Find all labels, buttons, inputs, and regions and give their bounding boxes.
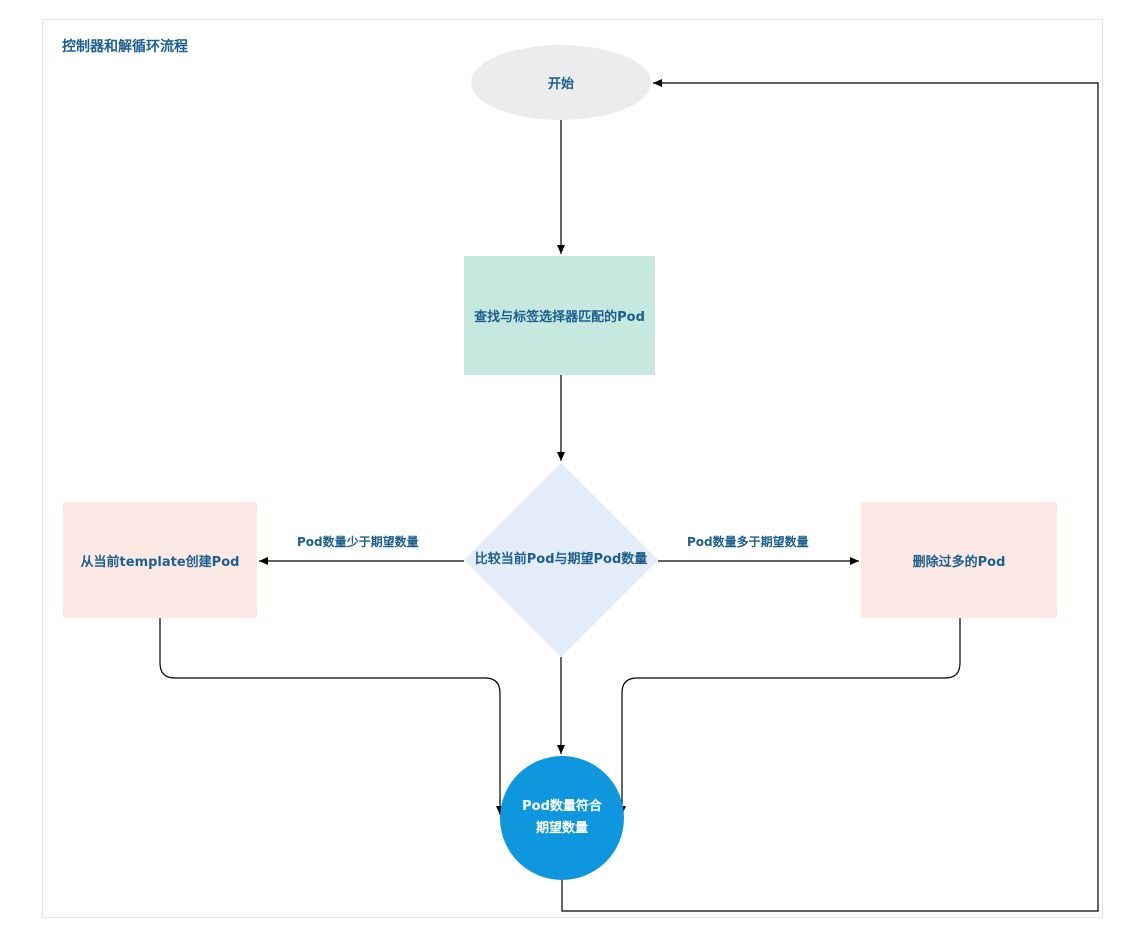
done-label: Pod数量符合期望数量 [522, 799, 602, 836]
done-node: Pod数量符合期望数量 [500, 756, 624, 880]
edge-label-fewer: Pod数量少于期望数量 [297, 535, 419, 549]
delete-pods-label: 删除过多的Pod [912, 554, 1006, 570]
edge-label-more: Pod数量多于期望数量 [687, 535, 809, 549]
edge-delete-to-done [618, 618, 961, 815]
delete-pods-node: 删除过多的Pod [861, 502, 1057, 618]
edge-done-to-start [561, 79, 1099, 912]
compare-label: 比较当前Pod与期望Pod数量 [474, 552, 648, 567]
edge-create-to-done [159, 618, 504, 815]
compare-node: 比较当前Pod与期望Pod数量 [468, 535, 654, 585]
start-node: 开始 [471, 45, 651, 120]
find-pods-label: 查找与标签选择器匹配的Pod [474, 310, 645, 325]
create-pod-node: 从当前template创建Pod [63, 502, 257, 618]
start-label: 开始 [547, 77, 574, 92]
create-pod-label: 从当前template创建Pod [80, 554, 240, 570]
find-pods-node: 查找与标签选择器匹配的Pod [464, 256, 655, 375]
diagram-frame [42, 19, 1103, 918]
diagram-title: 控制器和解循环流程 [62, 39, 188, 55]
decision-diamond [464, 463, 658, 657]
